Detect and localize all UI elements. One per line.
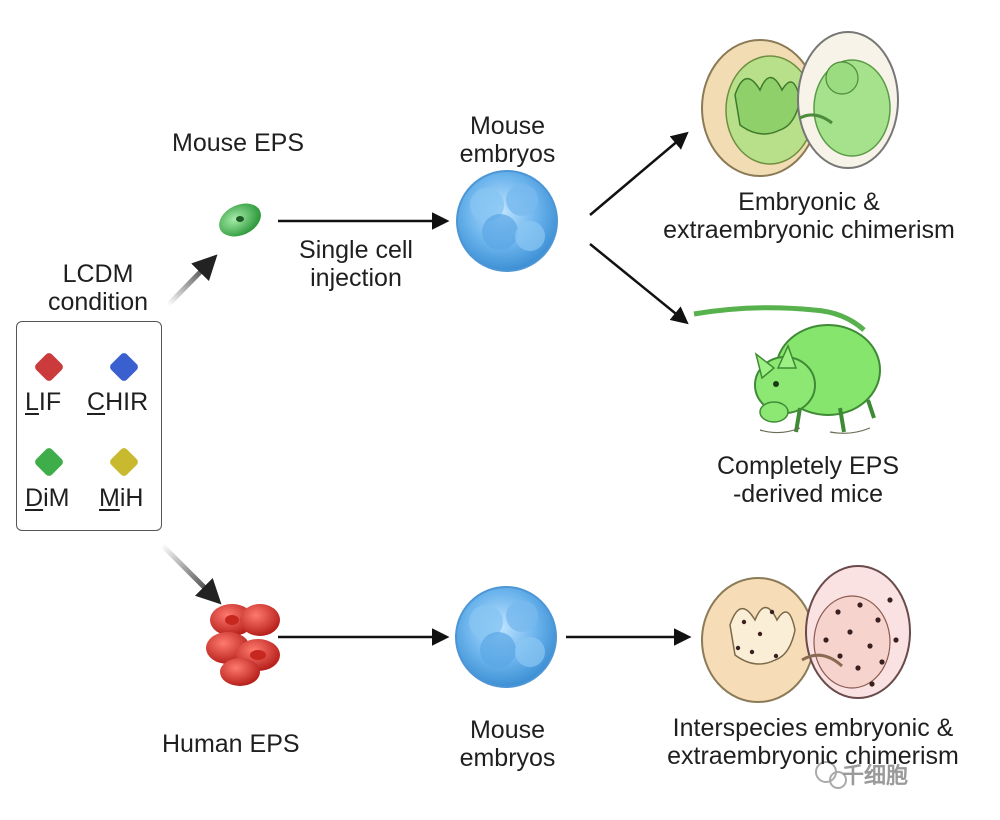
legend-rest: IF bbox=[38, 388, 62, 416]
label-chimerism-bottom: Interspecies embryonic & extraembryonic … bbox=[632, 714, 994, 770]
arrow-to-mice bbox=[589, 243, 689, 325]
mouse-eps-cell bbox=[219, 203, 261, 237]
legend-lif: LIF bbox=[25, 388, 61, 416]
legend-chir: CHIR bbox=[87, 388, 148, 416]
mih-swatch bbox=[110, 448, 138, 476]
lcdm-legend: LIF CHIR DiM MiH bbox=[16, 321, 162, 531]
legend-rest: iM bbox=[43, 484, 70, 512]
label-line: extraembryonic chimerism bbox=[663, 216, 955, 244]
mouse-embryo-top bbox=[456, 170, 558, 272]
human-eps-cells bbox=[206, 604, 280, 686]
label-line: embryos bbox=[459, 744, 556, 772]
interspecies-chimera-conceptus bbox=[701, 565, 911, 703]
lif-swatch bbox=[35, 353, 63, 381]
green-chimera-conceptus bbox=[701, 31, 899, 177]
legend-mih: MiH bbox=[99, 484, 143, 512]
legend-rest: iH bbox=[119, 484, 144, 512]
label-line: Interspecies embryonic & bbox=[672, 714, 954, 742]
legend-rest: HIR bbox=[105, 388, 149, 416]
label-line: Single cell bbox=[299, 236, 413, 264]
legend-dim: DiM bbox=[25, 484, 69, 512]
chir-swatch bbox=[110, 353, 138, 381]
label-mouse-embryos-bottom: Mouse embryos bbox=[445, 716, 570, 772]
label-line: Completely EPS bbox=[716, 452, 900, 480]
legend-initial: M bbox=[99, 484, 120, 512]
label-chimerism-top: Embryonic & extraembryonic chimerism bbox=[632, 188, 986, 244]
label-line: LCDM bbox=[62, 260, 134, 288]
label-line: embryos bbox=[459, 140, 556, 168]
label-mouse-embryos-top: Mouse embryos bbox=[445, 112, 570, 168]
label-single-cell-injection: Single cell injection bbox=[281, 236, 431, 292]
label-line: extraembryonic chimerism bbox=[667, 742, 959, 770]
label-lcdm-condition: LCDM condition bbox=[28, 260, 168, 316]
label-line: injection bbox=[310, 264, 402, 292]
arrow-to-chimera bbox=[589, 131, 689, 216]
arrow-lcdm-to-human bbox=[160, 543, 222, 605]
green-mouse bbox=[693, 305, 881, 434]
label-mouse-eps: Mouse EPS bbox=[172, 129, 305, 157]
legend-initial: D bbox=[25, 484, 44, 512]
legend-initial: L bbox=[25, 388, 39, 416]
label-line: Mouse bbox=[469, 112, 546, 140]
legend-initial: C bbox=[87, 388, 106, 416]
label-line: condition bbox=[47, 288, 149, 316]
label-eps-derived-mice: Completely EPS -derived mice bbox=[688, 452, 928, 508]
label-line: Embryonic & bbox=[738, 188, 880, 216]
watermark-icon bbox=[815, 761, 847, 789]
dim-swatch bbox=[35, 448, 63, 476]
label-line: -derived mice bbox=[732, 480, 884, 508]
label-line: Mouse bbox=[469, 716, 546, 744]
watermark-text: 千细胞 bbox=[842, 763, 909, 788]
arrow-lcdm-to-mouse bbox=[166, 254, 218, 307]
mouse-embryo-bottom bbox=[455, 586, 557, 688]
label-human-eps: Human EPS bbox=[162, 730, 300, 758]
legend-swatches bbox=[35, 353, 138, 476]
